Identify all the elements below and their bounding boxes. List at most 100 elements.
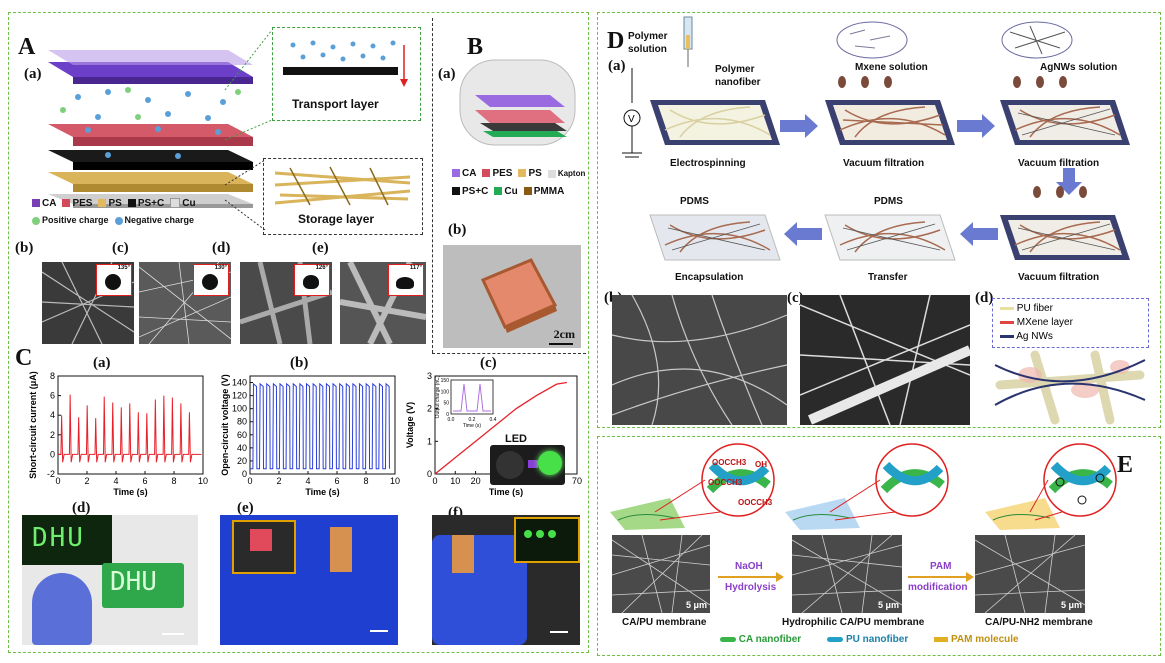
agnws-solution-label: AgNWs solution <box>1040 62 1118 73</box>
panel-c-sub-b: (b) <box>290 355 309 371</box>
inset-x-tick: 0.4 <box>490 417 497 423</box>
step-vacuum-1 <box>825 100 955 145</box>
inset-y-tick: 150 <box>441 378 450 384</box>
y-tick-label: 2 <box>50 430 55 440</box>
sem-image-d: 126° <box>240 262 332 344</box>
y-tick-label: 20 <box>237 456 247 466</box>
knee-device-photo <box>220 515 398 645</box>
x-tick-label: 2 <box>84 476 89 486</box>
contact-angle-inset-d: 126° <box>294 264 330 296</box>
contact-angle-d: 126° <box>315 265 328 271</box>
fiber-3d-illustration <box>994 350 1146 425</box>
contact-angle-inset-c: 130° <box>193 264 229 296</box>
y-tick-label: 1 <box>427 436 432 446</box>
hydrolysis-arrow <box>718 576 778 578</box>
panel-e-frame <box>597 436 1161 656</box>
pdms-label-2: PDMS <box>874 196 903 207</box>
transport-layer-inset <box>272 27 421 121</box>
e-legend-pu: PU nanofiber <box>827 634 908 645</box>
positive-charge-legend: Positive charge <box>32 215 109 225</box>
pam-arrow <box>908 576 968 578</box>
left-figure-frame <box>8 12 589 653</box>
y-tick-label: 8 <box>50 371 55 381</box>
dhu-glow-text: DHU <box>32 523 85 553</box>
transport-layer-label: Transport layer <box>292 97 379 111</box>
panel-a-letter: A <box>18 34 36 60</box>
e-sem-scale-2: 5 μm <box>877 600 899 610</box>
led-photo-inset <box>490 445 565 485</box>
x-tick-label: 70 <box>572 476 582 486</box>
b-legend-ca: CA <box>452 168 476 179</box>
sem-b-label: (b) <box>15 240 34 256</box>
x-tick-label: 8 <box>363 476 368 486</box>
hydrolysis-arrowhead <box>776 572 784 582</box>
agnws-solution-icon <box>1001 21 1073 59</box>
polymer-nanofiber-label: Polymer nanofiber <box>715 64 761 88</box>
sem-image-e: 117° <box>340 262 426 344</box>
y-tick-label: 80 <box>237 417 247 427</box>
led-label: LED <box>505 433 527 445</box>
divider-b-bottom <box>432 353 586 354</box>
pam-label: PAM <box>930 561 952 572</box>
legend-ps: PS <box>98 198 122 209</box>
y-tick-label: 100 <box>232 404 247 414</box>
storage-layer-inset <box>263 158 423 235</box>
inset-x-tick: 0.2 <box>469 417 476 423</box>
dhu-board-text: DHU <box>110 567 157 597</box>
step-vacuum-2 <box>1000 100 1130 145</box>
y-tick-label: 120 <box>232 391 247 401</box>
divider-ab <box>432 18 433 353</box>
membrane-label-1: CA/PU membrane <box>622 617 707 628</box>
x-tick-label: 10 <box>450 476 460 486</box>
panel-a-charge-legend: Positive charge Negative charge <box>32 215 194 225</box>
y-tick-label: 0 <box>427 469 432 479</box>
x-tick-label: 0 <box>432 476 437 486</box>
x-tick-label: 8 <box>171 476 176 486</box>
x-tick-label: 10 <box>198 476 208 486</box>
x-tick-label: 2 <box>276 476 281 486</box>
panel-d-frame <box>597 12 1161 428</box>
b-legend-cu: Cu <box>494 186 518 197</box>
d-legend-mxene: MXene layer <box>1000 316 1073 330</box>
b-legend-psc: PS+C <box>452 186 488 197</box>
mxene-solution-icon <box>836 21 908 59</box>
panel-d-letter: D <box>607 28 625 54</box>
legend-psc: PS+C <box>127 198 164 209</box>
panel-b-letter: B <box>467 34 484 60</box>
inset-y-tick: 100 <box>441 389 450 395</box>
polymer-solution-label: Polymer solution <box>628 31 668 55</box>
panel-a-sub-a: (a) <box>24 66 42 82</box>
x-tick-label: 6 <box>142 476 147 486</box>
y-axis-label: Short-circuit current (μA) <box>28 371 38 479</box>
d-legend-box <box>992 298 1149 348</box>
y-tick-label: 0 <box>50 449 55 459</box>
pdms-label-1: PDMS <box>680 196 709 207</box>
inset-x-label: Time (s) <box>463 423 481 429</box>
sem-image-d-c <box>800 295 970 425</box>
plot-frame <box>249 375 396 475</box>
panel-d-sub-a: (a) <box>608 58 626 74</box>
d-legend-agnws: Ag NWs <box>1000 330 1073 344</box>
inset-y-label: Output charge (nC) <box>435 375 441 418</box>
panel-c-sub-c: (c) <box>480 355 497 371</box>
x-tick-label: 0 <box>55 476 60 486</box>
mxene-solution-label: Mxene solution <box>855 62 928 73</box>
drops-row-2 <box>1033 186 1087 198</box>
x-tick-label: 4 <box>113 476 118 486</box>
chart-voltage: 0102030405060700123Time (s)Voltage (V)0.… <box>405 368 585 508</box>
x-tick-label: 20 <box>471 476 481 486</box>
panel-b-sub-b: (b) <box>448 222 467 238</box>
sem-e-label: (e) <box>312 240 329 256</box>
contact-angle-b: 135° <box>117 265 130 271</box>
panel-a-legend: CA PES PS PS+C Cu <box>32 198 196 209</box>
sem-image-c: 130° <box>139 262 231 344</box>
panel-e-molecular-illustration <box>610 443 1117 530</box>
y-tick-label: 40 <box>237 443 247 453</box>
x-axis-label: Time (s) <box>113 487 147 497</box>
vacuum-filtration-label-3: Vacuum filtration <box>1018 272 1100 283</box>
encapsulation-label: Encapsulation <box>675 272 744 283</box>
panel-e-legend: CA nanofiber PU nanofiber PAM molecule <box>720 634 1019 645</box>
panel-b-legend: CA PES PS Kapton PS+C Cu PMMA <box>452 168 587 197</box>
